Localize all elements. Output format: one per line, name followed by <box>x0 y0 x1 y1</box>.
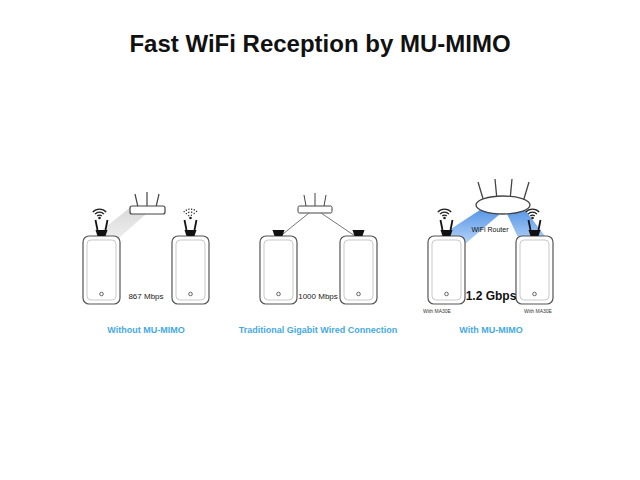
adapter-body <box>516 236 553 304</box>
speed-label: 1000 Mbps <box>298 292 338 301</box>
antenna <box>195 220 197 230</box>
wifi-dot <box>98 217 101 220</box>
plug <box>273 230 285 236</box>
powerline-adapter <box>83 209 120 304</box>
wifi-wave <box>528 212 537 214</box>
powerline-adapter <box>428 209 465 304</box>
led <box>189 292 193 296</box>
wifi-wave <box>186 212 195 214</box>
adapter-body <box>340 236 377 304</box>
panel-caption: Without MU-MIMO <box>107 325 184 335</box>
antenna <box>106 220 108 230</box>
panel-caption: Traditional Gigabit Wired Connection <box>239 325 397 335</box>
adapter-body <box>428 236 465 304</box>
adapter-body <box>83 236 120 304</box>
adapter-face <box>176 240 205 300</box>
wifi-dot <box>531 217 534 220</box>
plug <box>185 230 197 236</box>
wifi-wave <box>526 209 540 212</box>
router-icon <box>130 192 165 214</box>
adapter-face <box>344 240 373 300</box>
wifi-dot <box>443 217 446 220</box>
router-icon <box>476 179 530 214</box>
wifi-wave <box>95 212 104 214</box>
device-label: WiFi Router <box>472 226 509 233</box>
powerline-adapter <box>172 209 209 304</box>
antenna <box>539 220 541 230</box>
panel-caption: With MU-MIMO <box>459 325 522 335</box>
wifi-dot <box>189 217 192 220</box>
title: Fast WiFi Reception by MU-MIMO <box>129 30 510 58</box>
powerline-adapter <box>516 209 553 304</box>
wifi-wave <box>442 215 447 216</box>
wifi-wave <box>188 215 193 216</box>
adapter-body <box>172 236 209 304</box>
led <box>277 292 281 296</box>
powerline-adapter <box>260 230 297 304</box>
plug <box>353 230 365 236</box>
adapter-face <box>264 240 293 300</box>
led <box>533 292 537 296</box>
adapter-face <box>87 240 116 300</box>
speed-label: 1.2 Gbps <box>466 289 517 303</box>
device-label: With MA30E <box>524 308 552 314</box>
wifi-wave <box>93 209 107 212</box>
plug <box>96 230 108 236</box>
plug <box>529 230 541 236</box>
adapter-face <box>432 240 461 300</box>
led <box>357 292 361 296</box>
antenna <box>441 220 443 230</box>
wifi-wave <box>440 212 449 214</box>
adapter-face <box>520 240 549 300</box>
switch-icon <box>298 193 332 213</box>
led <box>100 292 104 296</box>
speed-label: 867 Mbps <box>128 292 163 301</box>
antenna <box>185 220 187 230</box>
adapter-body <box>260 236 297 304</box>
led <box>445 292 449 296</box>
wifi-wave <box>184 209 198 212</box>
powerline-adapter <box>340 230 377 304</box>
plug <box>441 230 453 236</box>
antenna <box>529 220 531 230</box>
device-label: With MA30E <box>423 308 451 314</box>
wifi-wave <box>438 209 452 212</box>
wifi-wave <box>530 215 535 216</box>
antenna <box>96 220 98 230</box>
ethernet-cable <box>321 213 358 238</box>
antenna <box>451 220 453 230</box>
wifi-wave <box>97 215 102 216</box>
